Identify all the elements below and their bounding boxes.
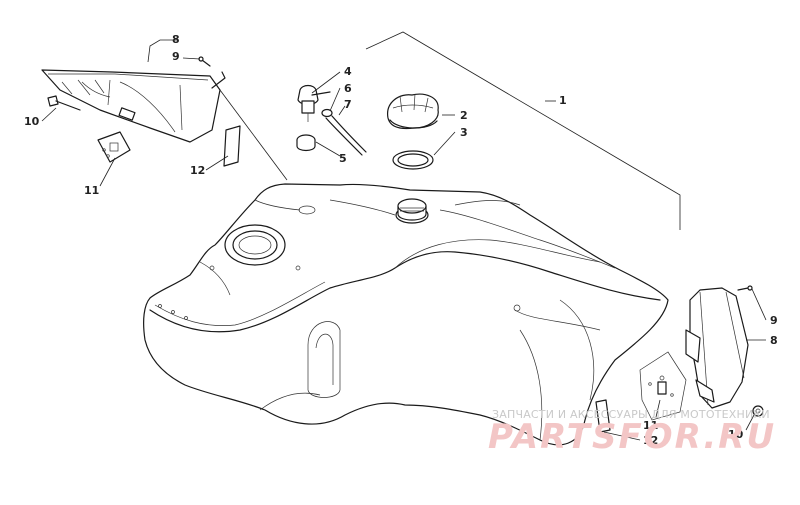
callout-7: 7: [344, 98, 352, 111]
callout-8-left: 8: [172, 33, 180, 46]
valve-grommet: [296, 134, 316, 152]
vent-hose: [325, 115, 367, 156]
watermark-tagline: ЗАПЧАСТИ И АКСЕССУАРЫ ДЛЯ МОТОТЕХНИКИ: [492, 408, 770, 421]
callout-11-left: 11: [84, 184, 99, 197]
fuel-tank: [143, 183, 669, 446]
vent-grommet-hole: [298, 205, 316, 215]
right-screw: [737, 285, 753, 291]
leader-lines: [41, 39, 767, 441]
right-foam-pad: [595, 399, 611, 433]
callout-8-right: 8: [770, 334, 778, 347]
callout-12-right: 12: [643, 434, 658, 447]
callout-2: 2: [460, 109, 468, 122]
right-mount-bracket: [639, 351, 687, 421]
filler-neck: [395, 198, 429, 224]
right-heat-shield: [685, 287, 749, 409]
fuel-pump-opening: [224, 224, 286, 266]
cap-gasket: [392, 150, 434, 170]
hose-clamp: [321, 108, 333, 118]
callout-9-left: 9: [172, 50, 180, 63]
callout-3: 3: [460, 126, 468, 139]
callout-10-right: 10: [728, 428, 744, 441]
assembly-bracket-1: [365, 31, 681, 230]
left-mount-bracket: [97, 131, 131, 163]
callout-11-right: 11: [643, 419, 658, 432]
left-heat-shield: [41, 69, 226, 143]
right-fastener: [752, 405, 764, 417]
callout-6: 6: [344, 82, 352, 95]
callout-1: 1: [559, 94, 567, 107]
watermark-logo: PARTSFOR.RU: [488, 417, 776, 457]
watermark: ЗАПЧАСТИ И АКСЕССУАРЫ ДЛЯ МОТОТЕХНИКИ PA…: [488, 408, 776, 457]
left-screw: [198, 56, 211, 67]
callout-4: 4: [344, 65, 352, 78]
callout-12-left: 12: [190, 164, 205, 177]
callout-10-left: 10: [24, 115, 40, 128]
left-fastener: [47, 95, 81, 111]
left-foam-pad: [223, 125, 241, 167]
callout-9-right: 9: [770, 314, 778, 327]
callout-labels: 1 2 3 4 5 6 7 8 9 10 11 12 9 8 10 11 12: [24, 33, 778, 447]
callout-5: 5: [339, 152, 347, 165]
fuel-cap: [387, 93, 439, 130]
